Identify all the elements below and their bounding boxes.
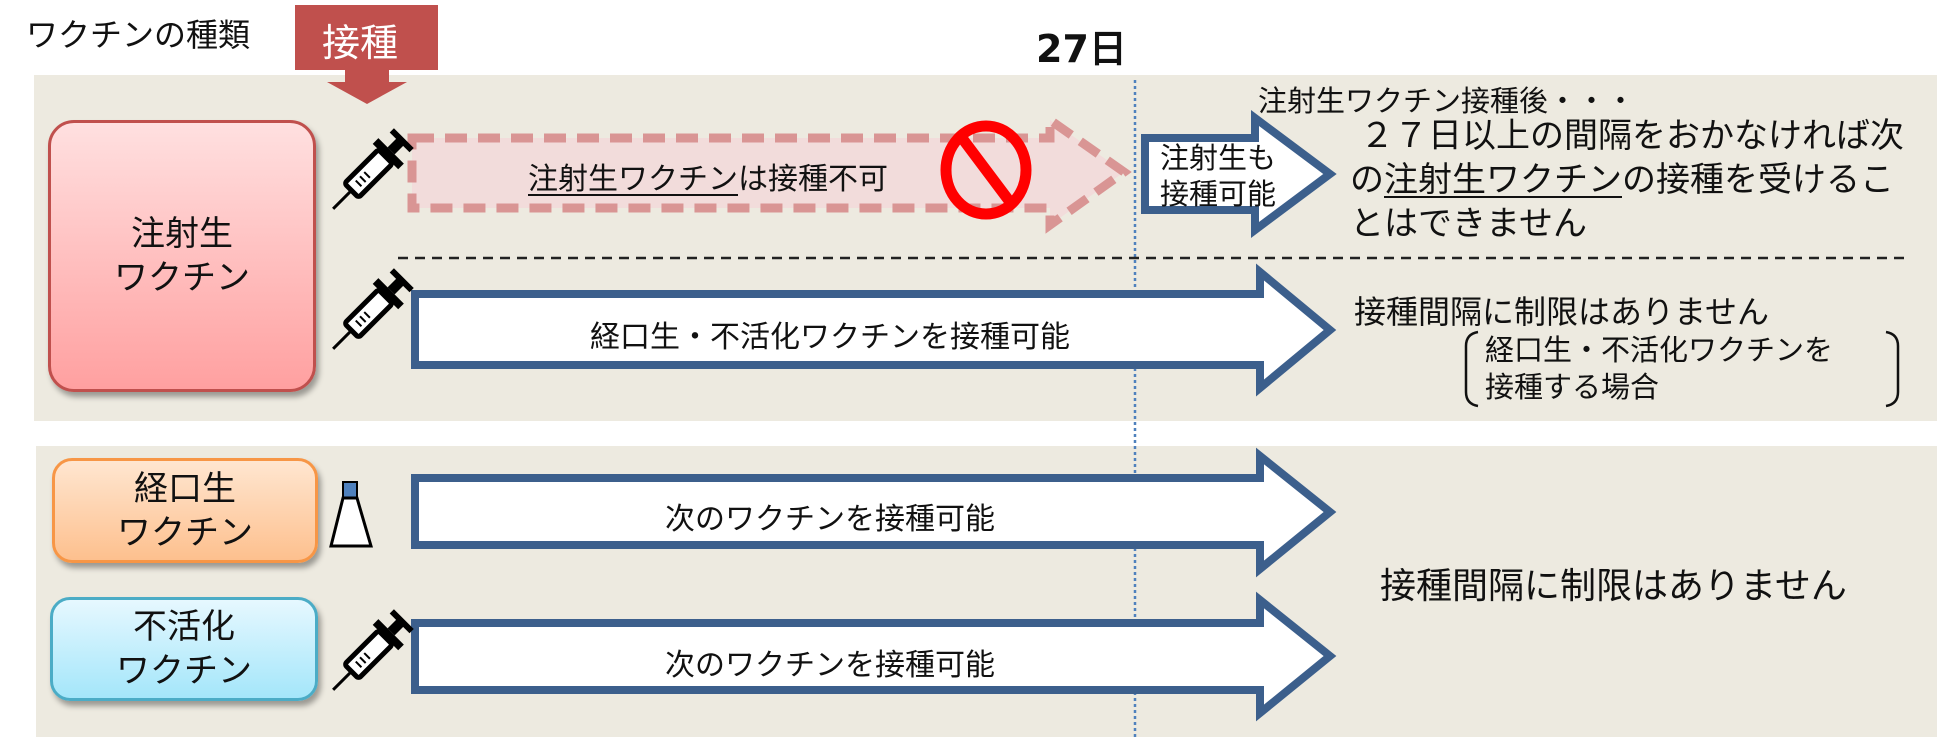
day-marker-label: 27日 bbox=[1036, 27, 1127, 71]
syringe-icon bbox=[332, 268, 414, 350]
oral-vaccine-bottle-icon bbox=[329, 481, 373, 548]
inactivated-label-line1: 不活化 bbox=[133, 607, 235, 647]
oral-vaccine-box: 経口生ワクチン bbox=[52, 458, 318, 563]
oral-next-vaccine-arrow bbox=[411, 447, 1337, 578]
injectable-vaccine-box: 注射生ワクチン bbox=[48, 120, 316, 392]
vaccine-types-label: ワクチンの種類 bbox=[26, 16, 251, 54]
sub-note-right-bracket bbox=[1885, 330, 1900, 408]
sub-note-line2: 接種する場合 bbox=[1485, 370, 1660, 404]
injectable-other-arrow-label: 経口生・不活化ワクチンを接種可能 bbox=[590, 320, 1070, 355]
injectable-label-line1: 注射生 bbox=[131, 214, 233, 254]
blocked-arrow-underlined: 注射生ワクチン bbox=[528, 162, 738, 197]
injectable-note-line3: とはできません bbox=[1350, 204, 1587, 244]
after-arrow-label: 注射生も 接種可能 bbox=[1160, 140, 1276, 212]
vaccination-badge bbox=[295, 5, 438, 104]
inactivated-label-line2: ワクチン bbox=[116, 651, 252, 691]
other-vaccines-sub-note: 経口生・不活化ワクチンを 接種する場合 bbox=[1485, 332, 1833, 406]
note-line2-pre: の bbox=[1350, 160, 1384, 200]
sub-note-line1: 経口生・不活化ワクチンを bbox=[1485, 333, 1834, 367]
syringe-icon bbox=[332, 128, 414, 210]
note-line2-underlined: 注射生ワクチン bbox=[1384, 160, 1622, 200]
oral-label-line1: 経口生 bbox=[134, 468, 236, 509]
blocked-arrow-rest: は接種不可 bbox=[738, 162, 888, 197]
blocked-arrow-label: 注射生ワクチンは接種不可 bbox=[528, 154, 888, 198]
injectable-note-line1: ２７日以上の間隔をおかなければ次 bbox=[1360, 116, 1904, 156]
vaccination-badge-label: 接種 bbox=[322, 21, 399, 65]
inactivated-next-vaccine-arrow bbox=[411, 591, 1337, 722]
after-arrow-line1: 注射生も bbox=[1160, 141, 1277, 175]
oral-arrow-label: 次のワクチンを接種可能 bbox=[665, 502, 995, 537]
other-vaccines-note: 接種間隔に制限はありません bbox=[1354, 293, 1770, 331]
syringe-icon bbox=[332, 609, 414, 691]
after-27-days-arrow bbox=[1141, 110, 1337, 238]
shared-no-restriction-note: 接種間隔に制限はありません bbox=[1380, 566, 1847, 607]
oral-label-line2: ワクチン bbox=[117, 512, 253, 553]
prohibited-icon bbox=[940, 120, 1032, 220]
after-arrow-line2: 接種可能 bbox=[1160, 177, 1277, 211]
injectable-label-line2: ワクチン bbox=[114, 258, 250, 298]
injectable-note-heading: 注射生ワクチン接種後・・・ bbox=[1258, 84, 1636, 118]
inactivated-vaccine-box: 不活化ワクチン bbox=[50, 597, 318, 701]
sub-note-left-bracket bbox=[1464, 330, 1479, 408]
injectable-other-vaccines-arrow bbox=[411, 263, 1337, 397]
injectable-note: ２７日以上の間隔をおかなければ次 の注射生ワクチンの接種を受けるこ とはできませ… bbox=[1350, 114, 1904, 246]
injectable-note-line2: の注射生ワクチンの接種を受けるこ bbox=[1350, 158, 1904, 202]
note-line2-post: の接種を受けるこ bbox=[1622, 160, 1894, 200]
inactivated-arrow-label: 次のワクチンを接種可能 bbox=[665, 648, 995, 683]
